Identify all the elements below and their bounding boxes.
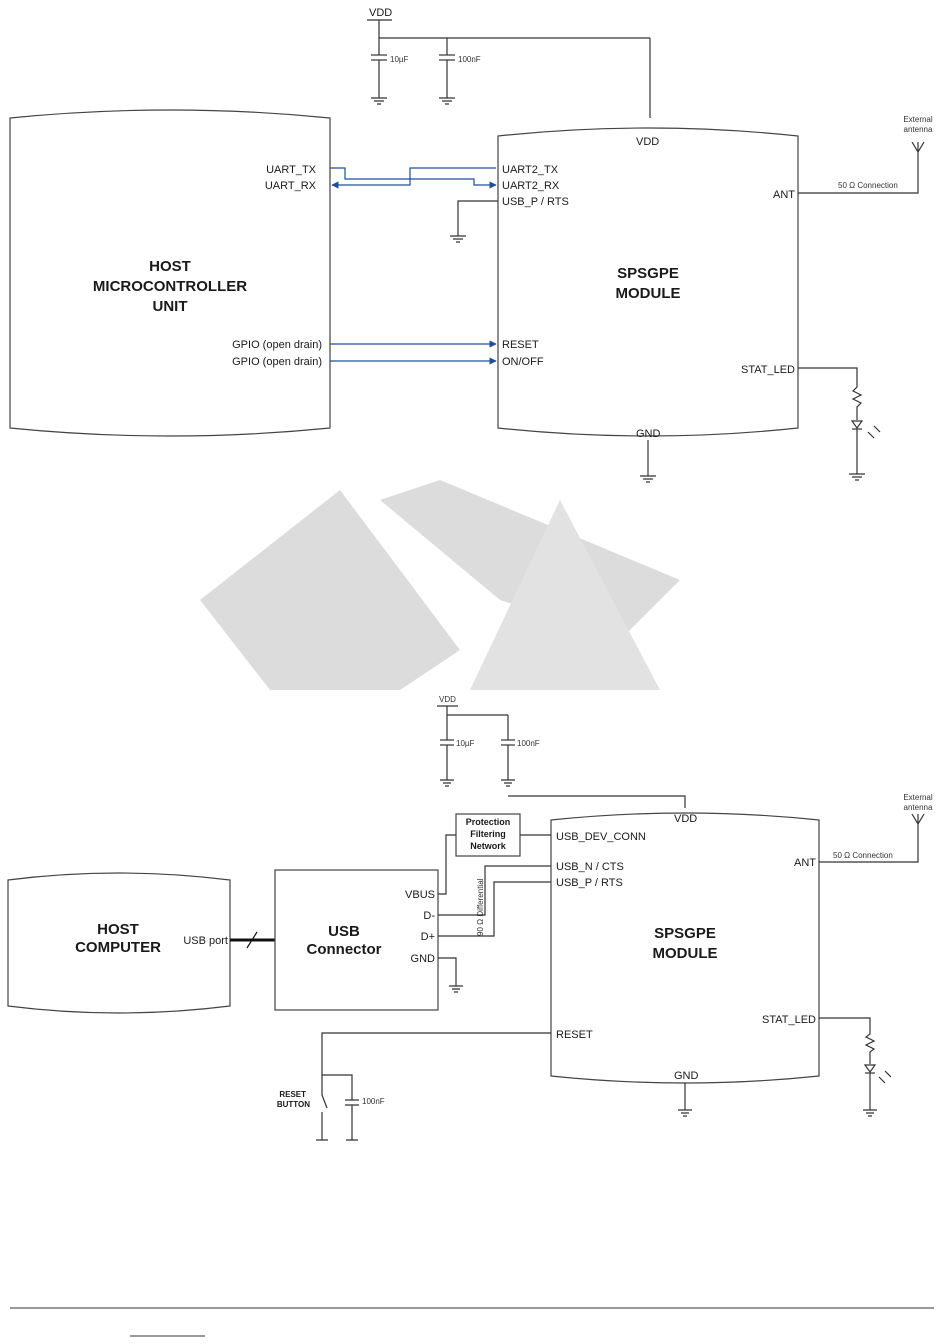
top-cap2-label: 100nF [458,55,481,64]
bottom-vdd-label: VDD [439,695,456,704]
protection-title-1: Protection [466,817,511,827]
host-mcu-block [9,109,331,437]
module-pin-ant: ANT [773,189,795,201]
reset-cap-label: 100nF [362,1097,385,1106]
module-pin-ant-bottom: ANT [794,857,816,869]
top-module-gnd: GND [636,428,661,440]
draft-watermark [200,480,680,690]
reset-button-label-2: BUTTON [277,1100,310,1109]
host-pin-uart-rx: UART_RX [265,180,317,192]
bottom-cap2-label: 100nF [517,739,540,748]
differential-label: 90 Ω Differential [476,878,485,936]
bottom-module-gnd: GND [674,1070,699,1082]
module-pin-on-off: ON/OFF [502,356,544,368]
bottom-antenna-label-1: External [903,793,933,802]
module-pin-reset: RESET [502,339,539,351]
usb-pin-gnd: GND [411,953,436,965]
top-module-title-1: SPSGPE [617,265,679,282]
host-computer-block [7,872,231,1014]
host-pin-uart-tx: UART_TX [266,164,317,176]
reset-button-label-1: RESET [279,1090,306,1099]
host-mcu-title-2: MICROCONTROLLER [93,278,247,295]
top-antenna-label-1: External [903,115,933,124]
module-pin-reset-bottom: RESET [556,1029,593,1041]
top-connection-label: 50 Ω Connection [838,181,898,190]
bottom-diagram: VDD 10µF 100nF HOST COMPUTER USB port US… [7,695,933,1141]
bottom-module-block [550,812,820,1084]
module-pin-usb-p-rts-bottom: USB_P / RTS [556,877,623,889]
top-diagram: VDD 10µF 100nF HOST MICROCONTROLLER UNIT… [9,7,933,483]
module-pin-stat-led-bottom: STAT_LED [762,1014,816,1026]
host-pin-gpio-2: GPIO (open drain) [232,356,322,368]
module-pin-usb-p-rts: USB_P / RTS [502,196,569,208]
top-module-vdd: VDD [636,136,659,148]
host-mcu-title-1: HOST [149,258,191,275]
host-usb-port-label: USB port [183,935,228,947]
bottom-module-vdd: VDD [674,813,697,825]
bottom-antenna-label-2: antenna [904,803,933,812]
usb-connector-title-2: Connector [307,941,382,958]
bottom-cap1-label: 10µF [456,739,475,748]
module-pin-uart2-rx: UART2_RX [502,180,560,192]
top-module-block [497,127,799,437]
usb-pin-dminus: D- [423,910,435,922]
protection-title-2: Filtering [470,829,506,839]
bottom-connection-label: 50 Ω Connection [833,851,893,860]
protection-title-3: Network [470,841,507,851]
host-mcu-title-3: UNIT [153,298,188,315]
bottom-module-title-1: SPSGPE [654,925,716,942]
top-cap1-label: 10µF [390,55,409,64]
host-pin-gpio-1: GPIO (open drain) [232,339,322,351]
usb-connector-block [274,869,439,1011]
usb-connector-title-1: USB [328,923,360,940]
usb-pin-dplus: D+ [421,931,435,943]
module-pin-usb-dev-conn: USB_DEV_CONN [556,831,646,843]
module-pin-stat-led: STAT_LED [741,364,795,376]
module-pin-usb-n-cts: USB_N / CTS [556,861,624,873]
bottom-module-title-2: MODULE [653,945,718,962]
top-vdd-label: VDD [369,7,392,19]
host-computer-title-1: HOST [97,921,139,938]
top-module-title-2: MODULE [616,285,681,302]
top-antenna-label-2: antenna [904,125,933,134]
host-computer-title-2: COMPUTER [75,939,161,956]
module-pin-uart2-tx: UART2_TX [502,164,559,176]
usb-pin-vbus: VBUS [405,889,435,901]
